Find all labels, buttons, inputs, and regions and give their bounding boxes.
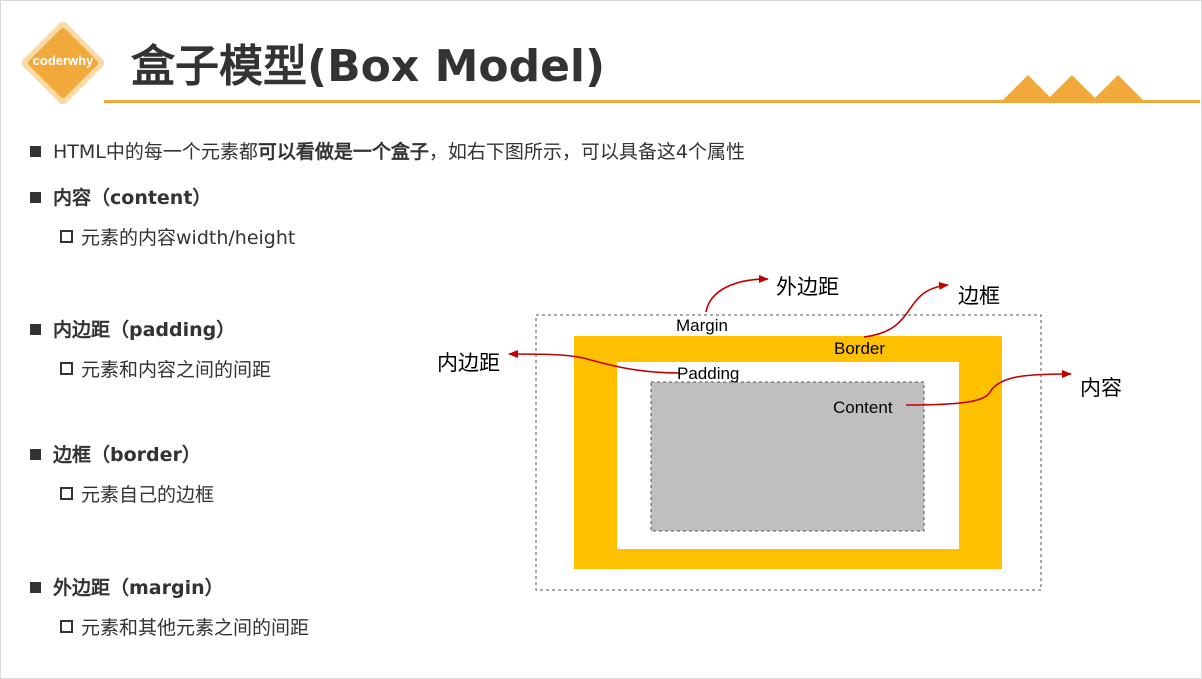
bullet-square-icon xyxy=(30,449,41,460)
section-detail-text: 元素自己的边框 xyxy=(81,484,215,506)
padding-arrow xyxy=(508,350,681,374)
padding-cn-label: 内边距 xyxy=(437,351,500,375)
section-title-text: 边框（border） xyxy=(53,444,201,466)
border-arrow xyxy=(863,281,949,338)
bullet-square-icon xyxy=(30,146,41,157)
section-margin-title: 外边距（margin） xyxy=(30,573,224,600)
section-title-text: 内容（content） xyxy=(53,187,212,209)
section-detail-text: 元素的内容width/height xyxy=(81,227,296,249)
coderwhy-logo: coderwhy xyxy=(22,22,104,104)
header-divider xyxy=(104,100,1200,103)
section-title-text: 内边距（padding） xyxy=(53,319,236,341)
logo-text: coderwhy xyxy=(32,53,94,68)
intro-text-suffix: ，如右下图所示，可以具备这4个属性 xyxy=(428,141,745,163)
section-border-detail: 元素自己的边框 xyxy=(60,480,214,507)
page-title: 盒子模型(Box Model) xyxy=(131,41,606,92)
content-cn-label: 内容 xyxy=(1080,376,1122,400)
margin-arrow xyxy=(705,275,769,313)
content-box xyxy=(650,381,925,532)
padding-label: Padding xyxy=(677,364,740,383)
bullet-square-icon xyxy=(30,582,41,593)
section-title-text: 外边距（margin） xyxy=(53,577,224,599)
section-padding-title: 内边距（padding） xyxy=(30,315,235,342)
bullet-square-icon xyxy=(30,324,41,335)
hollow-square-icon xyxy=(60,487,73,500)
intro-text-bold: 可以看做是一个盒子 xyxy=(257,141,429,163)
section-detail-text: 元素和其他元素之间的间距 xyxy=(81,617,310,639)
section-content-detail: 元素的内容width/height xyxy=(60,223,295,250)
section-margin-detail: 元素和其他元素之间的间距 xyxy=(60,613,309,640)
margin-label: Margin xyxy=(676,316,728,335)
intro-text-prefix: HTML中的每一个元素都 xyxy=(53,141,258,163)
hollow-square-icon xyxy=(60,230,73,243)
intro-bullet: HTML中的每一个元素都可以看做是一个盒子，如右下图所示，可以具备这4个属性 xyxy=(30,137,745,164)
hollow-square-icon xyxy=(60,362,73,375)
margin-cn-label: 外边距 xyxy=(776,275,839,299)
section-content-title: 内容（content） xyxy=(30,183,211,210)
border-cn-label: 边框 xyxy=(958,284,1000,308)
mountains-decoration xyxy=(1000,75,1146,103)
border-label: Border xyxy=(834,339,886,358)
hollow-square-icon xyxy=(60,620,73,633)
section-padding-detail: 元素和内容之间的间距 xyxy=(60,355,271,382)
section-border-title: 边框（border） xyxy=(30,440,201,467)
content-label: Content xyxy=(833,398,893,417)
section-detail-text: 元素和内容之间的间距 xyxy=(81,359,272,381)
content-arrow xyxy=(905,370,1072,406)
bullet-square-icon xyxy=(30,192,41,203)
margin-box xyxy=(535,314,1042,591)
